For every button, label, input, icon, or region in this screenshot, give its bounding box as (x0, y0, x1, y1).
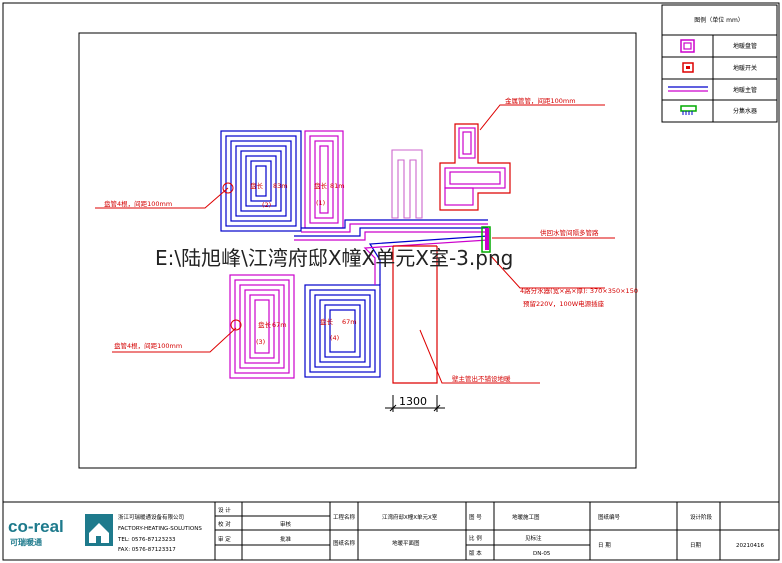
leader-lines (95, 104, 615, 384)
heating-loop-room-f (439, 123, 511, 211)
note-manifold: 供回水管间隔多管路 (540, 228, 599, 237)
drawing-frame (78, 32, 637, 469)
note-left-loop: 盘管4根，间距100mm (104, 199, 172, 208)
callout-circle-c (230, 319, 242, 331)
manifold-icon (680, 105, 697, 115)
room-a-len-value: 83m (273, 182, 288, 190)
note-bottom-left-loop: 盘管4根，间距100mm (114, 341, 182, 350)
heating-loop-room-c (229, 274, 295, 379)
tb-approve-key: 审 定 (218, 535, 231, 543)
callout-circle-a (222, 182, 234, 194)
tb-stage-key: 设计阶段 (690, 513, 713, 521)
company-name: 浙江可瑞暖通设备有限公司 (118, 513, 184, 521)
tb-date2-key: 日期 (690, 542, 702, 549)
legend-label-coil: 地暖盘管 (733, 42, 757, 50)
manifold (481, 226, 491, 253)
room-b-tag: (1) (316, 199, 325, 207)
tb-check-value: 审核 (280, 520, 292, 528)
company-fax: FAX: 0576-87123317 (118, 547, 176, 553)
heating-loop-room-a (220, 130, 302, 232)
legend-label-manifold: 分集水器 (733, 107, 757, 115)
tb-date2-value: 20210416 (736, 543, 764, 549)
room-a-len-label: 盘长 (250, 181, 264, 190)
tb-scale-value: 见标注 (525, 534, 542, 542)
company-logo: co-real 可瑞暖通 (8, 514, 113, 547)
company-subtitle: FACTORY-HEATING-SOLUTIONS (118, 526, 202, 532)
room-d-tag: (4) (330, 334, 339, 342)
tb-date-key: 日 期 (598, 542, 611, 549)
note-manifold-spec: 4路分水器(宽×高×厚): 370×350×150 (520, 286, 638, 295)
tb-approve-value: 批准 (280, 535, 292, 543)
tb-no-value: 地暖施工图 (512, 513, 540, 521)
room-b-len-label: 盘长 (314, 181, 328, 190)
logo-text-en: co-real (8, 517, 64, 536)
heating-loop-room-d (304, 284, 381, 378)
note-top-right-loop: 金属管管，间距100mm (505, 96, 576, 105)
tb-project-value: 江湾府邸X幢X单元X室 (382, 513, 438, 521)
tb-design-key: 设 计 (218, 506, 231, 514)
tb-version-value: DN-05 (533, 551, 551, 557)
dimension-value: 1300 (399, 395, 427, 408)
legend-label-switch: 地暖开关 (733, 64, 757, 72)
tb-drawing-value: 地暖平面图 (392, 539, 420, 547)
legend-label-main-pipe: 地暖主管 (733, 86, 757, 94)
main-pipe-icon (668, 86, 708, 92)
note-no-heating: 壁主管出不铺设地暖 (452, 374, 511, 383)
heating-loop-room-e (391, 149, 423, 219)
tb-drawing-key: 图纸名称 (333, 539, 356, 547)
room-d-len-label: 盘长 (320, 317, 334, 326)
switch-icon (682, 62, 694, 73)
tb-scale-key: 比 例 (469, 534, 482, 542)
main-pipes (294, 219, 489, 285)
tb-project-key: 工程名称 (333, 513, 356, 521)
coil-icon (680, 39, 695, 53)
legend-table: 图例（单位 mm） 地暖盘管 地暖开关 地暖主管 分集水器 (661, 4, 778, 123)
no-heating-zone (392, 245, 438, 384)
tb-version-key: 版 本 (469, 549, 482, 557)
tb-no-key: 图 号 (469, 513, 482, 521)
room-c-len-value: 67m (272, 321, 287, 329)
watermark-path: E:\陆旭峰\江湾府邸X幢X单元X室-3.png (155, 246, 513, 270)
dimension-line (385, 395, 445, 412)
room-c-tag: (3) (256, 338, 265, 346)
room-a-tag: (2) (262, 201, 271, 209)
legend-title: 图例（单位 mm） (694, 16, 744, 24)
tb-sheetno-key: 图纸编号 (598, 513, 621, 521)
note-power: 预留220V，100W电源插座 (523, 299, 605, 308)
company-tel: TEL: 0576-87123233 (117, 537, 176, 543)
logo-text-cn: 可瑞暖通 (10, 537, 42, 547)
room-d-len-value: 67m (342, 318, 357, 326)
room-c-len-label: 盘长 (258, 320, 272, 329)
heating-loop-room-b (304, 130, 344, 229)
title-block (2, 501, 780, 561)
room-b-len-value: 81m (330, 182, 345, 190)
tb-check-key: 校 对 (218, 520, 231, 528)
house-icon (89, 523, 109, 543)
